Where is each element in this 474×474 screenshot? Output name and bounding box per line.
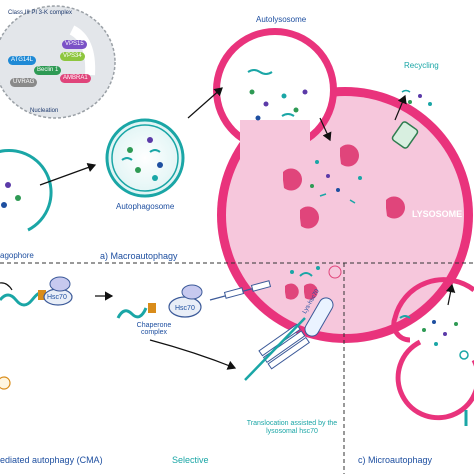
section-dividers: [0, 262, 474, 474]
inset-title: Class III PI 3-K complex: [8, 10, 73, 16]
autolysosome-cargo: [247, 69, 308, 121]
microautophagy-section: [391, 277, 474, 426]
protein-beclin1: Beclin 1: [34, 66, 62, 75]
label-hsc70-free: Hsc70: [47, 294, 67, 301]
label-translocation: Translocation assisted by the lysosomal …: [246, 420, 338, 436]
process-arrows: [0, 87, 456, 370]
recycling-channel: [391, 89, 432, 149]
phagophore: [0, 148, 53, 232]
protein-vps34: VPS34: [60, 52, 85, 61]
label-microautophagy: c) Microautophagy: [358, 455, 433, 465]
label-autolysosome: Autolysosome: [256, 15, 307, 24]
cma-icon: [0, 376, 11, 390]
label-cma: ediated autophagy (CMA): [0, 455, 103, 465]
autophagosome: [105, 118, 185, 198]
label-chaperone-complex: Chaperone complex: [136, 322, 172, 336]
protein-uvrag: UVRAG: [10, 78, 38, 87]
label-macroautophagy: a) Macroautophagy: [100, 251, 178, 261]
protein-atg14l: ATG14L: [8, 56, 36, 65]
protein-ambra1: AMBRA1: [60, 74, 91, 83]
label-recycling: Recycling: [404, 61, 439, 70]
label-selective: Selective: [172, 455, 209, 465]
label-autophagosome: Autophagosome: [116, 202, 175, 211]
label-phagophore: agophore: [0, 251, 34, 260]
lysosome-body: [213, 28, 473, 343]
lysosomal-hydrolases: [283, 144, 406, 229]
inset-caption: Nucleation: [30, 108, 59, 114]
protein-vps15: VPS15: [62, 40, 87, 49]
label-lysosome: LYSOSOME: [412, 209, 463, 219]
label-hsc70-bound: Hsc70: [175, 305, 195, 312]
cma-section: [0, 265, 342, 381]
